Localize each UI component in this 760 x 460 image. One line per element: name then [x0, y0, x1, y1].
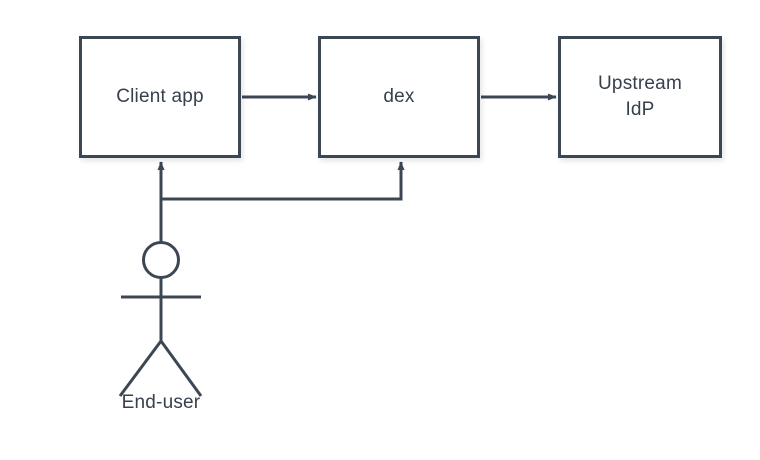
node-dex[interactable]: dex: [318, 36, 480, 158]
node-upstream-idp[interactable]: Upstream IdP: [558, 36, 722, 158]
end-user-label: End-user: [121, 392, 201, 413]
end-user-stick-figure: [118, 241, 203, 397]
node-client-app[interactable]: Client app: [79, 36, 241, 158]
edge-user-to-dex: [161, 161, 405, 201]
